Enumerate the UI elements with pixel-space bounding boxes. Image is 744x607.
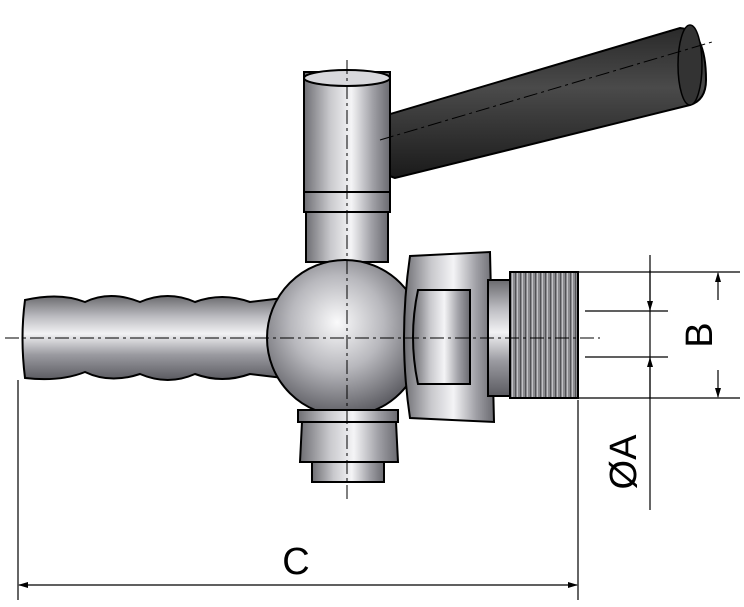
drain-nut [297, 409, 400, 483]
hex-nut [403, 250, 511, 424]
threaded-connection [509, 271, 579, 399]
dimension-label-b: B [679, 322, 721, 347]
dimension-label-diameter-a: ØA [603, 434, 645, 490]
lever-handle [360, 24, 708, 180]
dimension-arrows [18, 270, 721, 588]
dimension-label-c: C [282, 541, 309, 583]
center-lines [5, 41, 713, 500]
